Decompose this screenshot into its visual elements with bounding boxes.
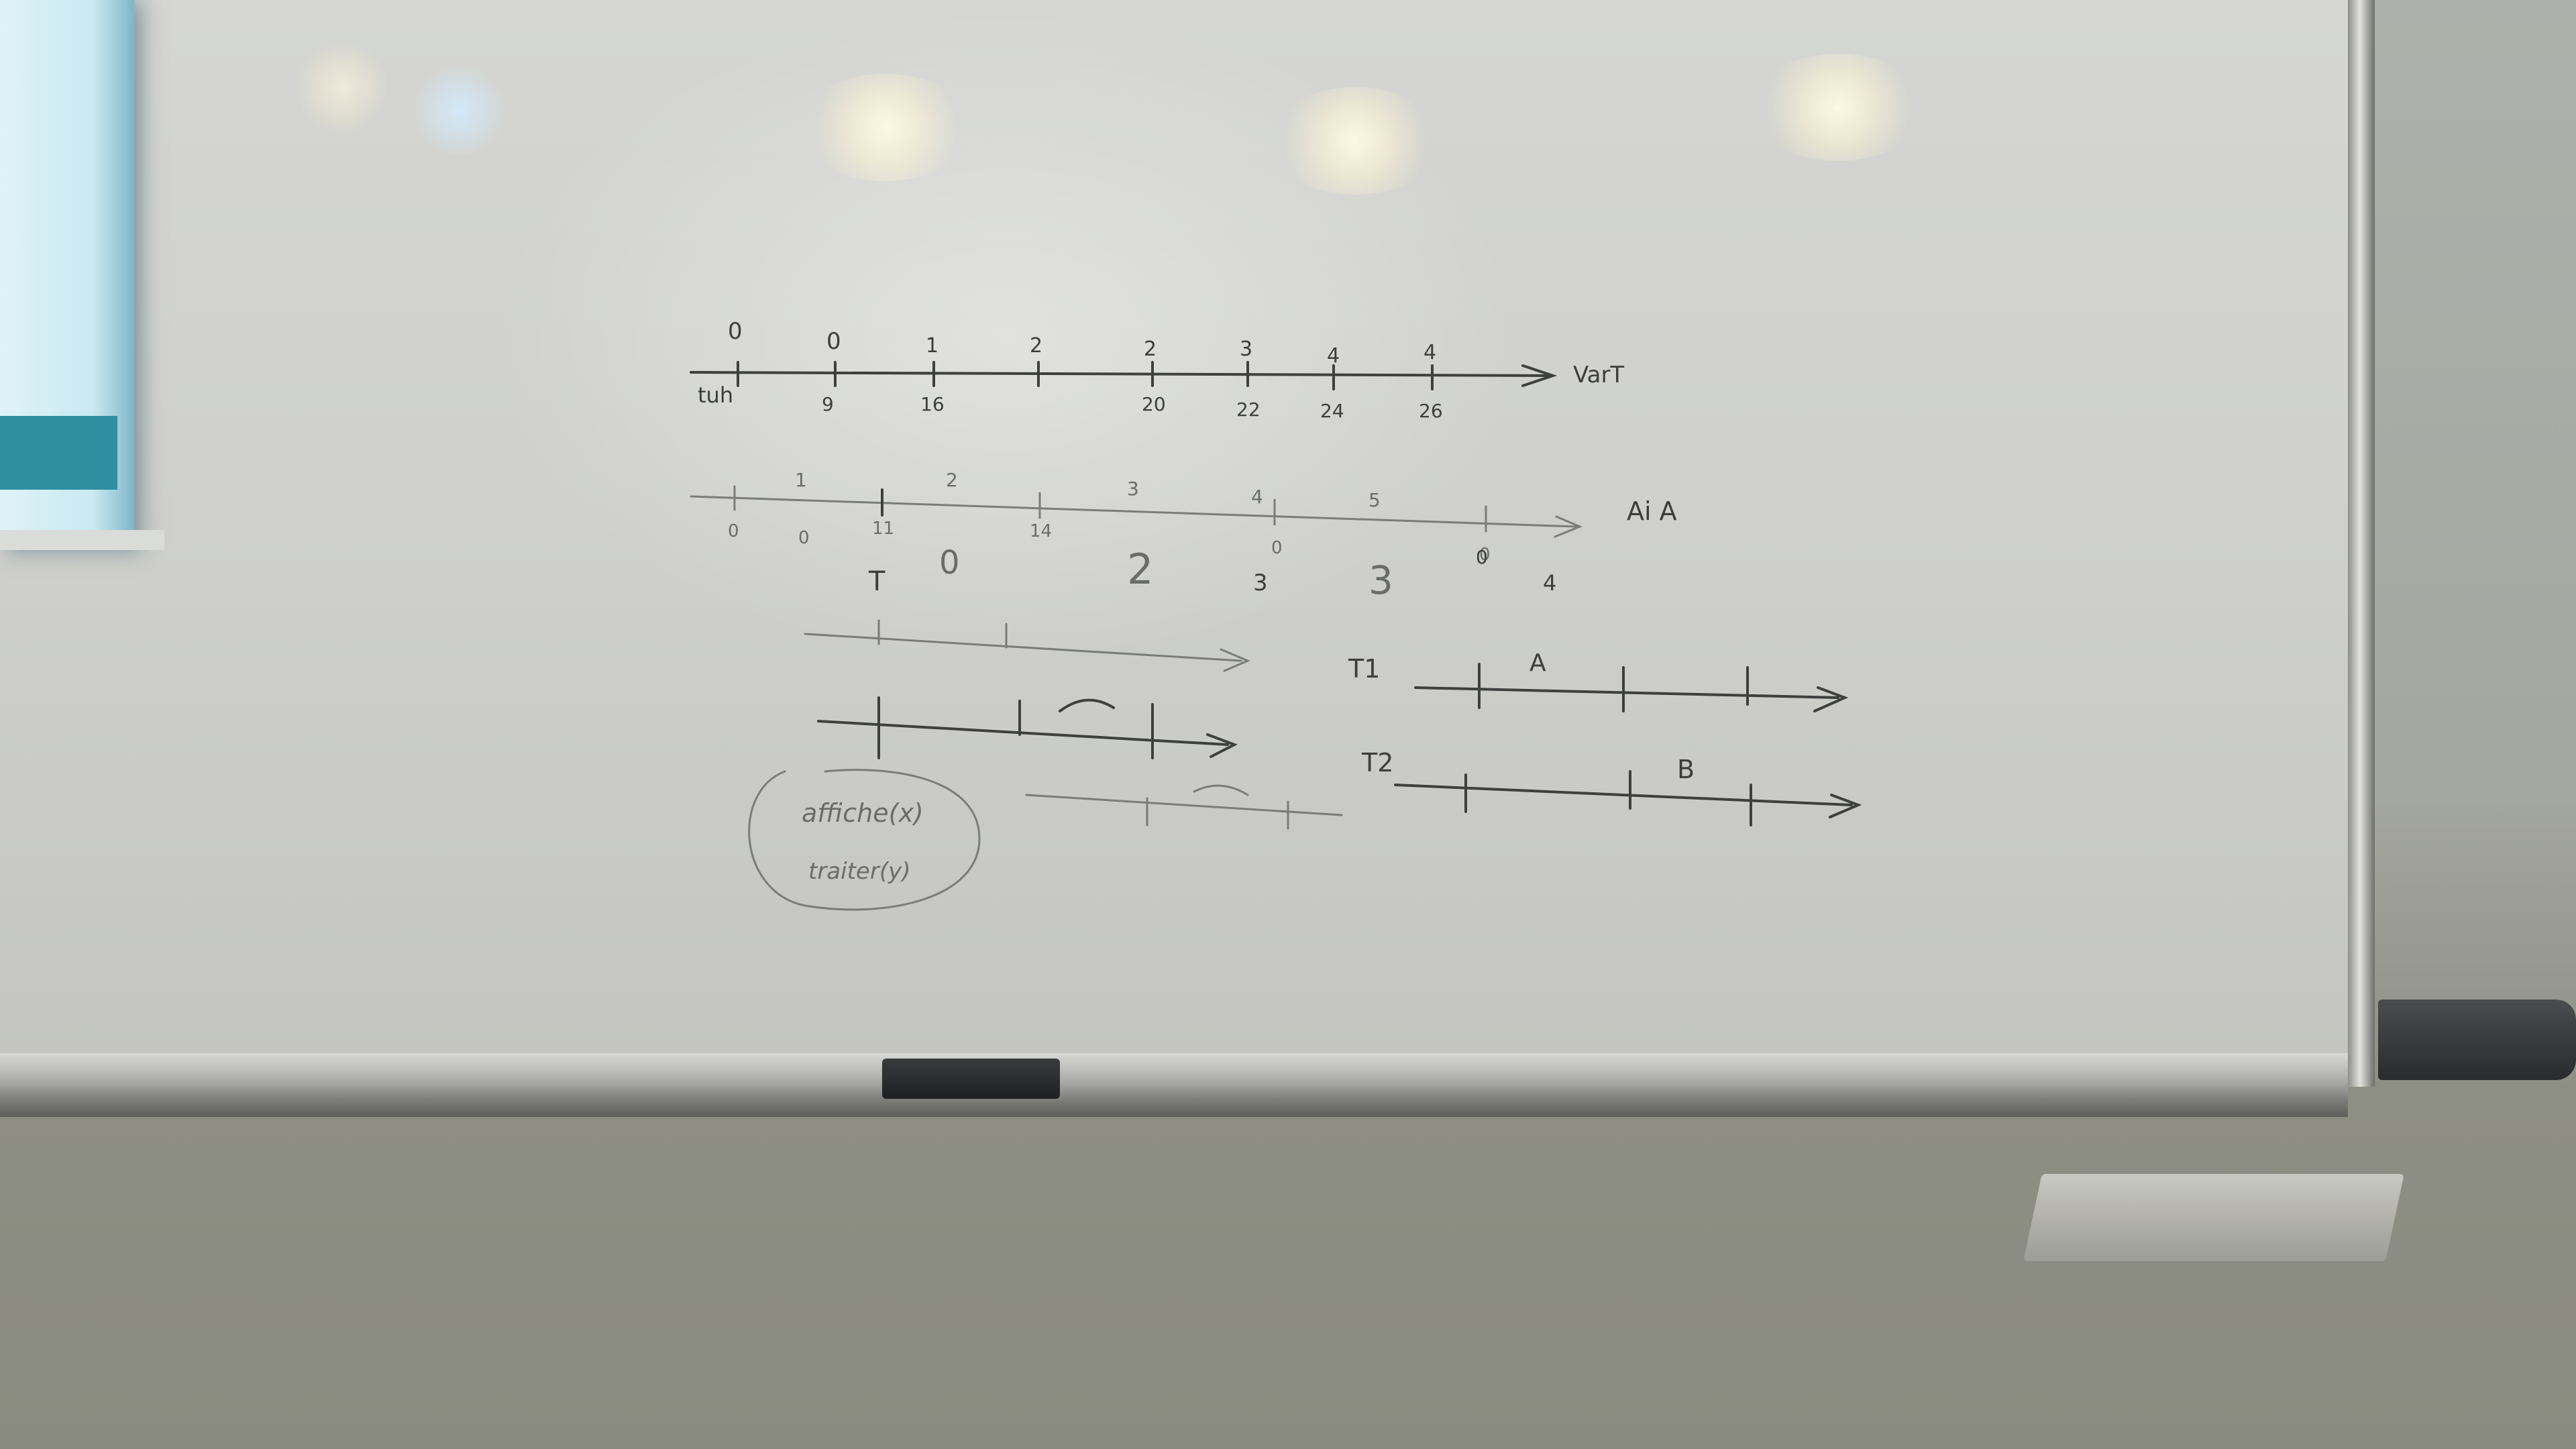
track-axis <box>1394 784 1853 806</box>
screen-bezel <box>0 530 164 550</box>
timeline-label: 9 <box>822 393 834 415</box>
track-label-t1: T1 <box>1348 654 1380 684</box>
timeline-label: 0 <box>728 318 743 345</box>
timeline-arc <box>1193 784 1249 796</box>
whiteboard-label: 0 <box>939 544 960 582</box>
ceiling-light-reflection <box>1751 54 1925 161</box>
timeline-label: 4 <box>1327 344 1340 368</box>
whiteboard <box>0 0 2361 1060</box>
whiteboard-label: 4 <box>1543 570 1556 596</box>
circled-note: affiche(x) traiter(y) <box>748 769 981 911</box>
track-axis <box>1414 686 1839 699</box>
whiteboard-label: 2 <box>1127 545 1153 594</box>
timeline-label: 11 <box>872 519 894 539</box>
timeline-label: 0 <box>1479 545 1491 565</box>
row-3-labels: T 0 2 3 3 0 4 <box>868 544 1556 603</box>
timeline-1: 0 0 1 2 2 3 4 4 tuh 9 16 20 22 24 26 Var… <box>690 318 1624 422</box>
timeline-label: 4 <box>1424 341 1436 364</box>
left-timelines <box>804 619 1343 830</box>
track-label-t2: T2 <box>1361 748 1393 777</box>
whiteboard-label: 3 <box>1368 557 1393 603</box>
wall-device <box>2378 1000 2576 1080</box>
whiteboard-eraser <box>882 1059 1060 1099</box>
timeline-arc <box>1059 698 1115 712</box>
ceiling-light-reflection <box>295 40 389 134</box>
timeline-arrowhead <box>1206 733 1238 758</box>
timeline-label: tuh <box>698 382 733 408</box>
timeline-axis <box>817 720 1229 746</box>
timeline-label: 4 <box>1251 486 1263 508</box>
timeline-label: 3 <box>1240 337 1252 361</box>
track-arrowhead <box>1813 686 1849 712</box>
timeline-label: 22 <box>1236 398 1260 421</box>
timeline-axis <box>1025 794 1343 816</box>
timeline-label: 14 <box>1030 521 1052 541</box>
ceiling-light-reflection <box>1268 87 1442 195</box>
timeline-label: 16 <box>920 393 945 415</box>
timeline-label: 2 <box>1030 334 1042 358</box>
timeline-label: 24 <box>1320 400 1344 422</box>
timeline-label: 1 <box>795 469 807 491</box>
segment-label-a: A <box>1529 649 1546 677</box>
timeline-label: 0 <box>1271 538 1283 558</box>
timeline-label: 2 <box>1144 337 1157 361</box>
projected-slide-bar <box>0 416 117 490</box>
note-line: affiche(x) <box>802 798 924 828</box>
timeline-label: 3 <box>1127 478 1139 500</box>
tracks: T1 A T2 B <box>1348 649 1862 826</box>
timeline-2: 1 2 3 4 5 0 0 11 14 0 0 Ai A <box>690 469 1677 565</box>
timeline-label: 20 <box>1142 393 1166 415</box>
timeline-label: 0 <box>798 528 810 548</box>
timeline-axis <box>690 371 1551 377</box>
whiteboard-label: T <box>868 566 885 597</box>
timeline-end-label: VarT <box>1573 362 1624 388</box>
timeline-label: 0 <box>826 328 841 355</box>
note-line: traiter(y) <box>808 858 910 885</box>
timeline-axis <box>804 633 1242 662</box>
timeline-label: 5 <box>1368 489 1381 511</box>
timeline-label: 1 <box>926 334 938 358</box>
timeline-arrowhead <box>1521 364 1558 387</box>
whiteboard-label: 3 <box>1253 570 1268 596</box>
projector-screen <box>0 0 164 550</box>
marker-tray <box>0 1053 2348 1117</box>
whiteboard-label: 0 <box>1476 546 1488 568</box>
timeline-label: 2 <box>946 469 958 491</box>
ceiling-light-reflection <box>798 74 973 181</box>
timeline-axis <box>690 495 1578 528</box>
ceiling-light-reflection <box>409 67 510 154</box>
track-arrowhead <box>1829 794 1862 818</box>
timeline-arrowhead <box>1554 515 1582 538</box>
timeline-label: 0 <box>728 521 739 541</box>
timeline-label: 26 <box>1419 400 1443 422</box>
whiteboard-frame <box>2348 0 2375 1087</box>
segment-label-b: B <box>1677 755 1695 784</box>
timeline-arrowhead <box>1220 648 1250 672</box>
timeline-end-label: Ai A <box>1627 496 1677 526</box>
note-circle <box>748 769 981 911</box>
